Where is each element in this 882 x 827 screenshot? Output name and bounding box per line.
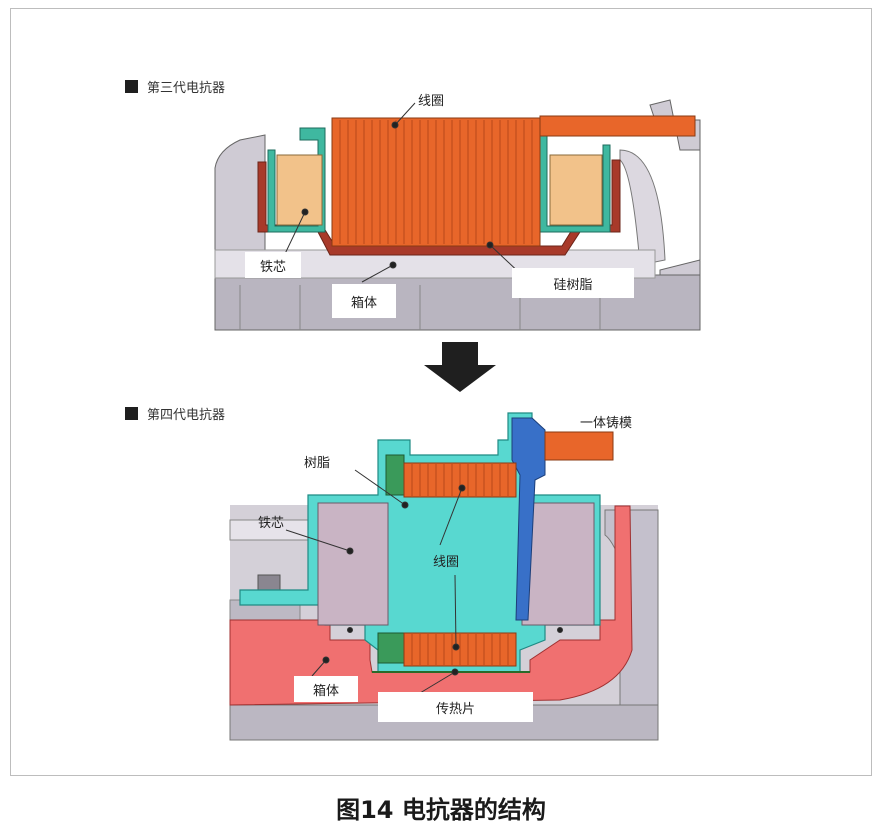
gen4-label-heat-sheet: 传热片 xyxy=(378,692,533,722)
gen3-label-core: 铁芯 xyxy=(245,252,301,278)
gen4-label-molding: 一体铸模 xyxy=(580,416,633,431)
gen4-label-coil: 线圈 xyxy=(433,555,460,570)
gen4-terminal xyxy=(544,431,614,461)
gen4-coil-bottom xyxy=(403,632,517,667)
gen4-core-left xyxy=(317,502,389,626)
gen3-heading: 第三代电抗器 xyxy=(125,77,225,96)
gen4-core-right xyxy=(521,502,595,626)
gen4-label-resin: 树脂 xyxy=(304,456,331,471)
gen3-label-resin: 硅树脂 xyxy=(512,268,634,298)
gen4-heading-text: 第四代电抗器 xyxy=(147,408,226,423)
gen3-core-left xyxy=(276,154,323,226)
gen4-label-case: 箱体 xyxy=(294,676,358,702)
gen4-green-top xyxy=(385,454,405,496)
gen4-coil-top xyxy=(403,462,517,498)
gen3-label-case: 箱体 xyxy=(332,284,396,318)
gen3-heading-text: 第三代电抗器 xyxy=(147,81,226,96)
gen3-right-bracket xyxy=(539,134,611,233)
gen4-heading: 第四代电抗器 xyxy=(125,404,225,423)
gen4-case xyxy=(229,505,633,706)
heading-bullet-icon xyxy=(125,80,138,93)
gen3-coil-windings xyxy=(339,120,533,244)
heading-bullet-icon xyxy=(125,407,138,420)
gen4-leaders xyxy=(285,469,563,694)
gen4-label-core: 铁芯 xyxy=(258,516,285,531)
gen4-green-bottom xyxy=(377,632,407,664)
gen3-terminal xyxy=(539,115,696,137)
gen3-label-coil: 线圈 xyxy=(418,94,445,109)
figure-caption: 图14 电抗器的结构 xyxy=(336,796,546,824)
gen3-core-right xyxy=(549,154,603,226)
